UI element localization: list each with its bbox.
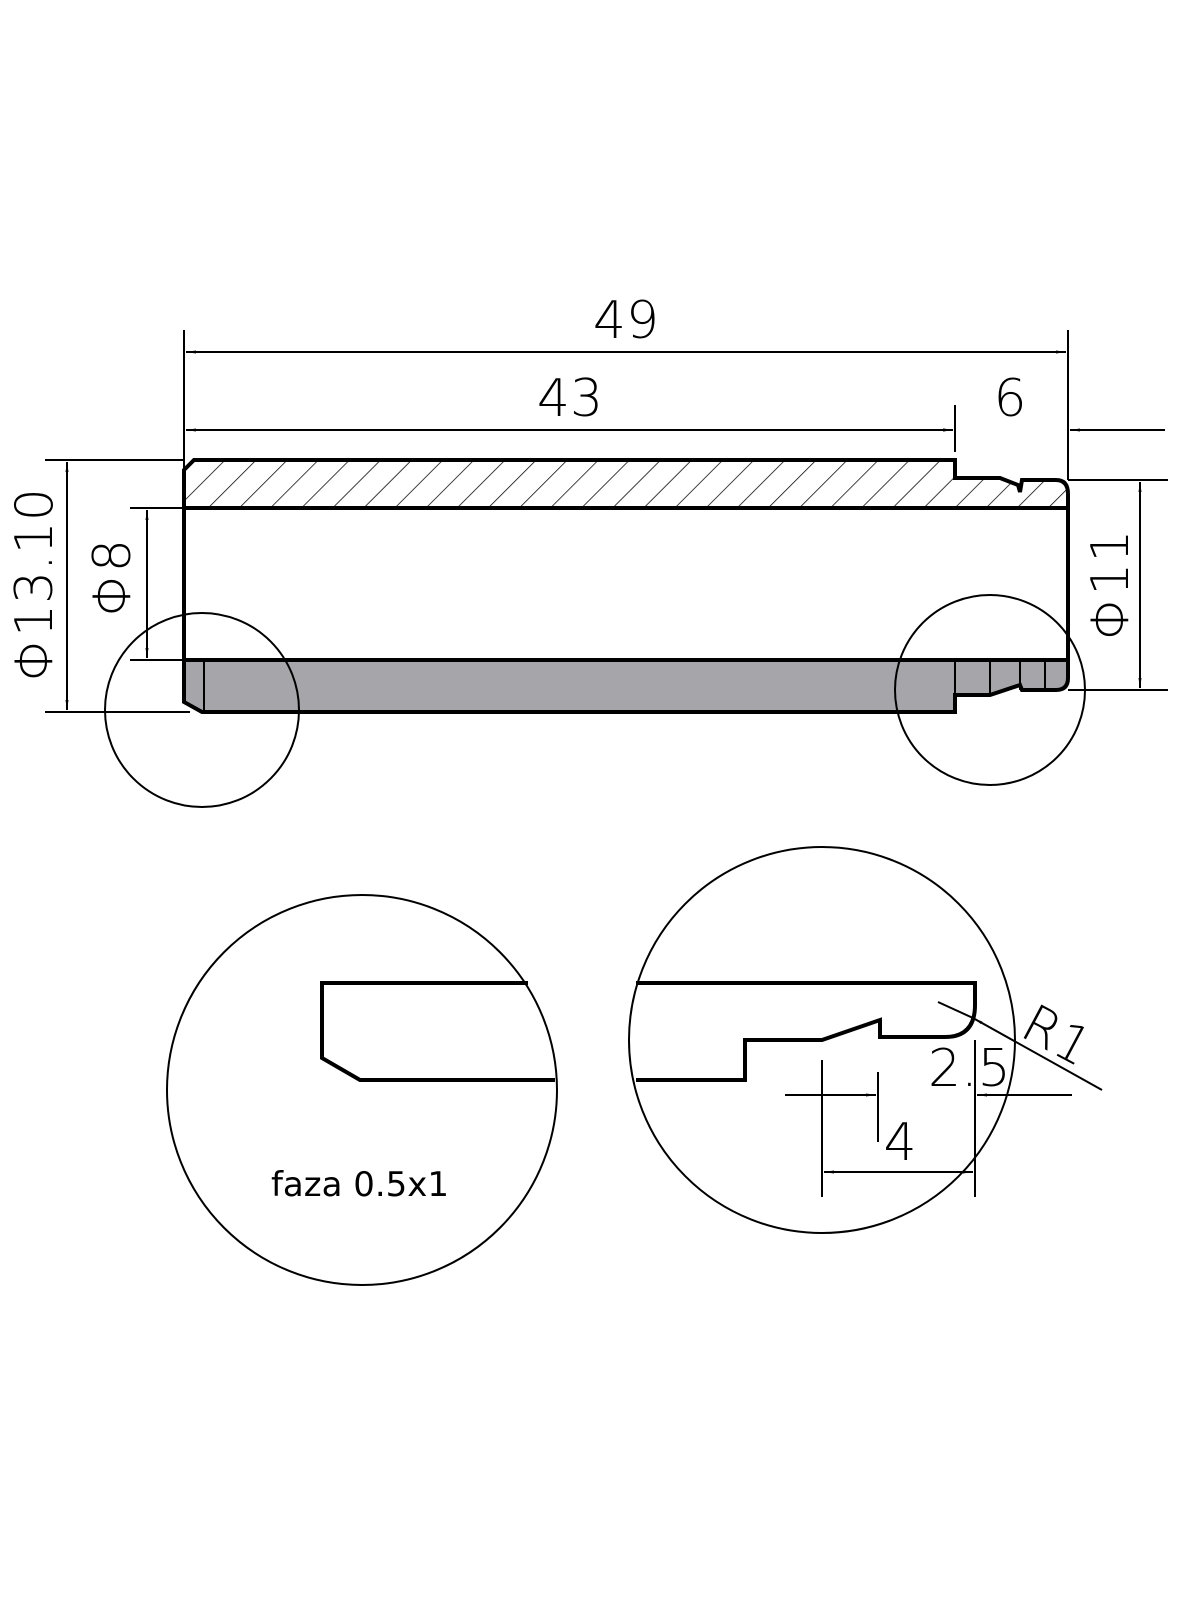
radius-leader xyxy=(972,1017,1103,1091)
dim-text-49: 49 xyxy=(593,291,659,351)
detail-view-left xyxy=(166,894,558,1286)
dim-text-d13: Φ13.10 xyxy=(5,488,65,682)
section-edges xyxy=(203,660,1046,712)
dim-text-r1: R1 xyxy=(1012,994,1101,1079)
chamfer-note: faza 0.5x1 xyxy=(271,1165,449,1205)
dim-text-2-5: 2.5 xyxy=(928,1039,1011,1099)
detail-circle-left xyxy=(104,612,300,808)
extension-lines xyxy=(45,330,1168,713)
dim-text-6: 6 xyxy=(993,369,1026,429)
dim-text-4: 4 xyxy=(883,1113,916,1173)
groove-profile xyxy=(636,981,977,1082)
radius-leader-tail xyxy=(937,1001,974,1019)
chamfer-profile xyxy=(320,981,555,1082)
dim-text-d8: Φ8 xyxy=(83,539,143,617)
dim-text-43: 43 xyxy=(537,369,603,429)
hatched-section xyxy=(182,458,1070,510)
groove-extension-lines xyxy=(821,1040,976,1197)
gray-section xyxy=(182,658,1070,714)
dim-text-d11: Φ11 xyxy=(1081,530,1141,641)
detail-view-right xyxy=(628,846,1016,1234)
